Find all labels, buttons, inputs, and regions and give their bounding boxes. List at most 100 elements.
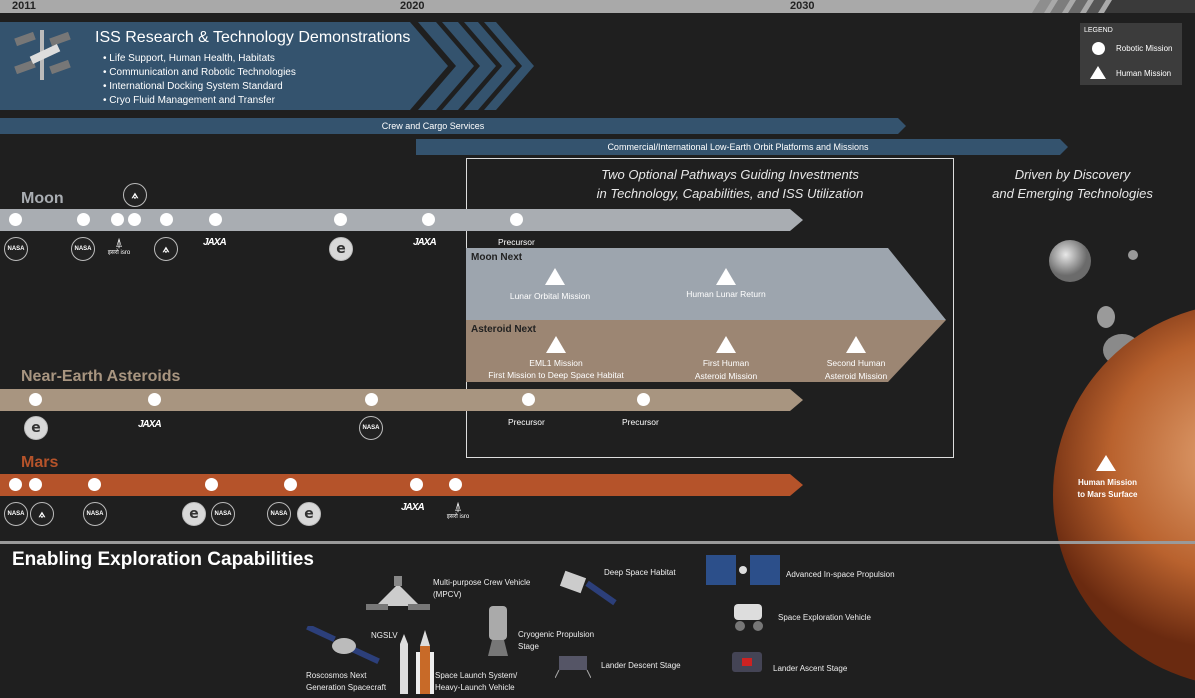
- nea-track: [0, 389, 803, 411]
- driven-line-1: Driven by Discovery: [1014, 167, 1131, 182]
- moon-robotic-dot: [9, 213, 22, 226]
- launch-vehicles-icon: [400, 630, 434, 694]
- iss-bullet-1: • Life Support, Human Health, Habitats: [103, 53, 275, 64]
- isro-rocket-glyph: ⍋: [454, 499, 462, 514]
- human-mission-icon: [1090, 66, 1106, 79]
- legend-title: LEGEND: [1084, 27, 1113, 34]
- human-lunar-label: Human Lunar Return: [686, 289, 766, 299]
- crew-cargo-label: Crew and Cargo Services: [381, 121, 485, 131]
- ksa-logo-icon: ⟑: [30, 502, 54, 526]
- esa-logo-icon: e: [329, 237, 353, 261]
- first-human-asteroid-triangle: [716, 336, 736, 353]
- ksa-logo-icon: ⟑: [154, 237, 178, 261]
- sev-icon: [734, 604, 763, 631]
- asteroid-next-title: Asteroid Next: [471, 324, 537, 335]
- roscosmos-spacecraft-icon: [306, 626, 380, 665]
- asteroid-icon: [1097, 306, 1115, 328]
- cps-label-1: Cryogenic Propulsion: [518, 630, 595, 639]
- isro-logo-text: इसरो isro: [446, 514, 470, 520]
- mars-robotic-dot: [205, 478, 218, 491]
- leo-label: Commercial/International Low-Earth Orbit…: [607, 142, 869, 152]
- moon-robotic-dot: [209, 213, 222, 226]
- iss-station-icon: [14, 30, 71, 80]
- isro-logo-icon: ⍋इसरो isro: [439, 500, 477, 521]
- eml1-triangle: [546, 336, 566, 353]
- esa-logo-icon: e: [297, 502, 321, 526]
- advanced-propulsion-icon: [706, 555, 780, 585]
- ngslv-label: NGSLV: [371, 631, 398, 640]
- cps-label-2: Stage: [518, 642, 539, 651]
- iss-arrow: [0, 22, 534, 110]
- isro-rocket-glyph: ⍋: [115, 235, 123, 250]
- lds-label: Lander Descent Stage: [601, 661, 681, 670]
- nea-robotic-dot: [29, 393, 42, 406]
- eml1-label: EML1 Mission: [529, 358, 583, 368]
- nasa-logo-icon: NASA: [83, 502, 107, 526]
- iss-title: ISS Research & Technology Demonstrations: [95, 29, 411, 46]
- moon-next-title: Moon Next: [471, 252, 523, 263]
- jaxa-logo-icon: JAXA: [138, 419, 162, 430]
- mars-track-label: Mars: [21, 454, 59, 471]
- mars-human-label-2: to Mars Surface: [1077, 490, 1138, 499]
- moon-robotic-dot: [160, 213, 173, 226]
- moon-body-icon: [1049, 240, 1091, 282]
- iss-bullet-3: • International Docking System Standard: [103, 81, 283, 92]
- nasa-logo-icon: NASA: [359, 416, 383, 440]
- nasa-logo-icon: NASA: [267, 502, 291, 526]
- isro-logo-text: इसरो isro: [107, 250, 131, 256]
- rns-label-1: Roscosmos Next: [306, 671, 367, 680]
- iss-bullet-2: • Communication and Robotic Technologies: [103, 67, 296, 78]
- moon-precursor-label: Precursor: [498, 237, 535, 247]
- second-human-asteroid-label-2: Asteroid Mission: [824, 371, 888, 381]
- next-pathways-arrow: [466, 248, 946, 382]
- mars-robotic-dot: [449, 478, 462, 491]
- nasa-logo-icon: NASA: [71, 237, 95, 261]
- nea-robotic-dot: [365, 393, 378, 406]
- moon-robotic-dot: [334, 213, 347, 226]
- dsh-label: Deep Space Habitat: [604, 568, 676, 577]
- mars-planet-icon: [1053, 309, 1195, 681]
- mars-robotic-dot: [410, 478, 423, 491]
- legend-human-label: Human Mission: [1116, 69, 1172, 78]
- nea-precursor-label-1: Precursor: [508, 417, 545, 427]
- lunar-orbital-label: Lunar Orbital Mission: [509, 291, 591, 301]
- nea-track-label: Near-Earth Asteroids: [21, 368, 181, 385]
- legend: LEGEND Robotic Mission Human Mission: [1080, 23, 1182, 85]
- second-human-asteroid-label-1: Second Human: [826, 358, 886, 368]
- small-moon-icon: [1128, 250, 1138, 260]
- nea-robotic-dot: [637, 393, 650, 406]
- jaxa-logo-icon: JAXA: [401, 502, 425, 513]
- lunar-orbital-triangle: [545, 268, 565, 285]
- mars-human-label-1: Human Mission: [1077, 478, 1138, 487]
- first-human-asteroid-label-1: First Human: [702, 358, 750, 368]
- mars-track: [0, 474, 803, 496]
- sls-label-2: Heavy-Launch Vehicle: [435, 683, 515, 692]
- nasa-logo-icon: NASA: [4, 502, 28, 526]
- year-2020: 2020: [400, 0, 425, 12]
- mpcv-label-1: Multi-purpose Crew Vehicle: [433, 578, 531, 587]
- moon-track: [0, 209, 803, 231]
- moon-robotic-dot: [111, 213, 124, 226]
- sls-label-1: Space Launch System/: [435, 671, 518, 680]
- moon-track-label: Moon: [21, 190, 64, 207]
- eml1-sub-label: First Mission to Deep Space Habitat: [488, 370, 624, 380]
- moon-robotic-dot: [510, 213, 523, 226]
- jaxa-logo-icon: JAXA: [203, 237, 227, 248]
- isro-logo-icon: ⍋इसरो isro: [100, 236, 138, 257]
- legend-robotic-label: Robotic Mission: [1116, 44, 1173, 53]
- nasa-logo-icon: NASA: [4, 237, 28, 261]
- mars-robotic-dot: [284, 478, 297, 491]
- timeline-bar: [0, 0, 1195, 13]
- rns-label-2: Generation Spacecraft: [306, 683, 387, 692]
- pathways-line-2: in Technology, Capabilities, and ISS Uti…: [596, 186, 864, 201]
- nea-precursor-label-2: Precursor: [622, 417, 659, 427]
- esa-logo-icon: e: [24, 416, 48, 440]
- first-human-asteroid-label-2: Asteroid Mission: [694, 371, 758, 381]
- moon-robotic-dot: [128, 213, 141, 226]
- jaxa-logo-icon: JAXA: [413, 237, 437, 248]
- lander-ascent-icon: [732, 652, 762, 672]
- iss-bullet-4: • Cryo Fluid Management and Transfer: [103, 95, 275, 106]
- celestial-bodies: [1049, 240, 1195, 681]
- nea-robotic-dot: [148, 393, 161, 406]
- second-human-asteroid-triangle: [846, 336, 866, 353]
